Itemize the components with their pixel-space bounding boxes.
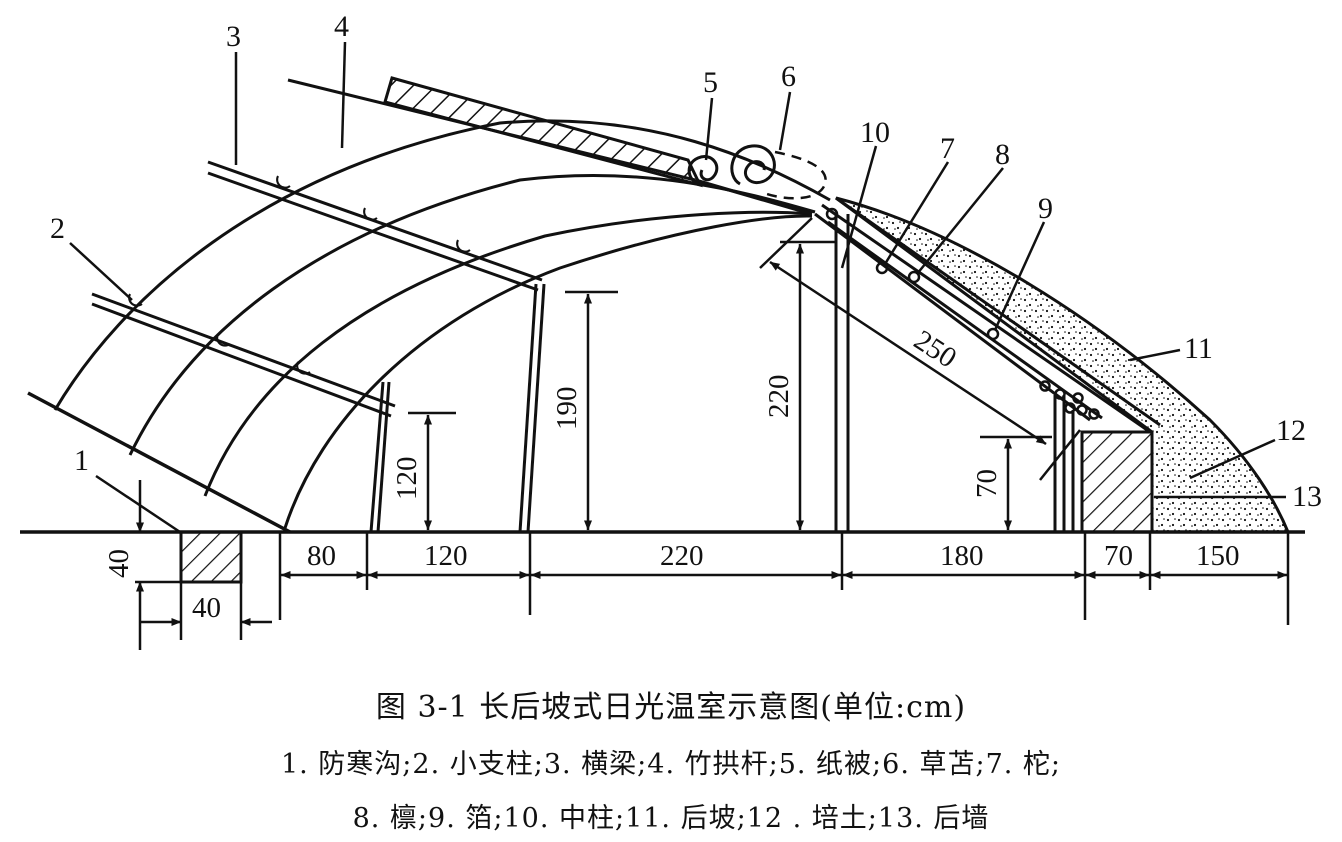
callout-4: 4	[334, 10, 349, 43]
dim-label-height-220: 220	[763, 375, 795, 419]
arch-bow-2	[128, 173, 816, 456]
leader-11	[1129, 348, 1181, 362]
purlin-6	[1054, 388, 1066, 400]
small-post-front-b	[376, 381, 391, 533]
dim-label-trench-depth: 40	[103, 549, 135, 578]
cross-beam-1b	[207, 171, 539, 292]
callout-12: 12	[1276, 414, 1306, 447]
callout-5: 5	[703, 66, 718, 99]
straw-mat-roll-outline	[766, 150, 827, 200]
slope-250-dim	[769, 260, 1047, 446]
dim-label-80: 80	[307, 540, 336, 572]
joint-2	[363, 207, 378, 221]
dim-label-70: 70	[1104, 540, 1133, 572]
leader-2	[69, 242, 133, 301]
leader-6	[778, 91, 792, 151]
arch-bow-1	[53, 119, 831, 411]
arch-bow-4	[283, 214, 813, 529]
purlin-9	[1076, 404, 1088, 416]
legend-line-2: 8. 檩;9. 箔;10. 中柱;11. 后坡;12 . 培土;13. 后墙	[352, 803, 990, 834]
joint-5	[216, 333, 231, 347]
dim-label-slope-250: 250	[908, 324, 962, 375]
leader-1	[95, 474, 181, 534]
trench	[179, 530, 243, 584]
joint-3	[456, 239, 471, 253]
legend-line-1: 1. 防寒沟;2. 小支柱;3. 横梁;4. 竹拱杆;5. 纸被;6. 草苫;7…	[280, 749, 1062, 780]
diagram-canvas: 1 2 3 4 5 6 7 8 9 10 11 12 13 80 120 220…	[20, 10, 1322, 650]
callout-10: 10	[860, 116, 890, 149]
straw-mat-roll	[730, 144, 776, 186]
front-cover-edge	[27, 391, 291, 534]
leader-7	[883, 161, 950, 265]
joint-6	[296, 361, 311, 375]
callout-6: 6	[781, 60, 796, 93]
small-post-front-a	[369, 381, 385, 533]
small-post-rear-a	[518, 283, 538, 533]
purlin-1	[825, 207, 839, 221]
back-slope	[835, 196, 1291, 534]
leader-12	[1189, 438, 1276, 480]
cross-beam-2a	[91, 292, 396, 408]
roof-top-edge	[694, 178, 813, 216]
callout-9: 9	[1038, 192, 1053, 225]
dim-label-trench-width: 40	[192, 592, 221, 624]
leader-5	[704, 97, 714, 161]
arch-bow-3	[203, 210, 811, 497]
callout-8: 8	[995, 138, 1010, 171]
leader-10	[840, 145, 878, 269]
callout-7: 7	[940, 132, 955, 165]
callout-1: 1	[74, 444, 89, 477]
leader-8	[916, 167, 1004, 275]
dim-label-150: 150	[1196, 540, 1240, 572]
straw-mat-on-roof	[383, 76, 703, 188]
callout-11: 11	[1184, 332, 1213, 365]
cross-beam-2b	[91, 302, 392, 418]
dim-label-height-120: 120	[391, 457, 423, 501]
leader-9	[993, 221, 1046, 331]
dim-label-220: 220	[660, 540, 704, 572]
rafter-line-1	[821, 203, 1151, 434]
straw-mat-top-line	[287, 78, 696, 182]
slope-ext-2	[1039, 429, 1081, 481]
small-post-rear-b	[526, 283, 546, 533]
joint-1	[276, 175, 291, 189]
back-wall	[1080, 430, 1154, 534]
purlin-8	[1064, 402, 1076, 414]
callout-3: 3	[226, 20, 241, 53]
purlin-7	[1072, 392, 1084, 404]
callout-13: 13	[1292, 480, 1322, 513]
paper-quilt-roll	[687, 155, 719, 186]
figure-title: 图 3-1 长后坡式日光温室示意图(单位:cm)	[375, 690, 967, 725]
leader-4	[340, 41, 347, 149]
purlin-10	[1088, 408, 1100, 420]
dim-label-180: 180	[940, 540, 984, 572]
dim-label-120: 120	[424, 540, 468, 572]
dim-label-height-70: 70	[971, 469, 1003, 498]
callout-2: 2	[50, 212, 65, 245]
cross-beam-1a	[207, 160, 543, 282]
purlin-4	[986, 327, 1000, 341]
dim-label-height-190: 190	[551, 387, 583, 431]
